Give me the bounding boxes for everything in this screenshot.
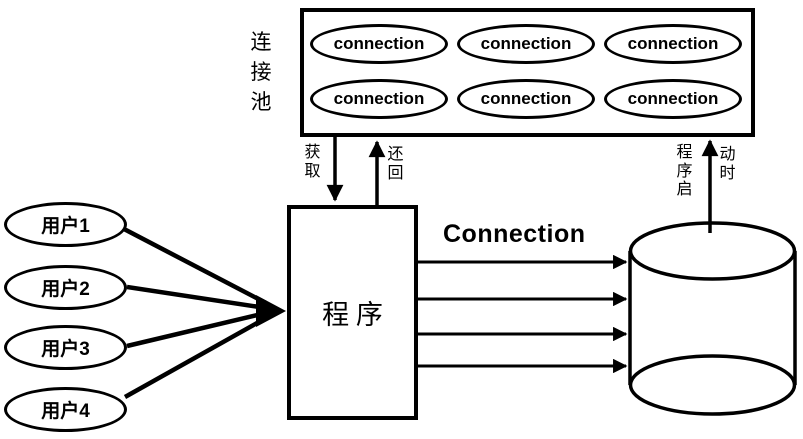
user-ellipse-3: 用户3 [4, 325, 127, 370]
connection-arrows [418, 254, 628, 374]
startup-label-right: 动时 [719, 146, 736, 182]
database-cylinder [628, 221, 797, 416]
acquire-label: 获取 [304, 144, 321, 180]
connection-label: Connection [443, 220, 586, 248]
pool-label: 连接池 [250, 30, 272, 114]
user-lines [122, 227, 268, 399]
startup-label-left: 程序启 [676, 144, 693, 198]
user-line-4 [123, 316, 268, 399]
connection-ellipse-6: connection [604, 79, 742, 119]
connection-ellipse-4: connection [310, 79, 448, 119]
connection-ellipse-3: connection [604, 24, 742, 64]
user-ellipse-2: 用户2 [4, 265, 127, 310]
user-ellipse-4: 用户4 [4, 387, 127, 432]
connection-ellipse-5: connection [457, 79, 595, 119]
user-line-1 [122, 227, 268, 305]
connection-ellipse-1: connection [310, 24, 448, 64]
user-ellipse-1: 用户1 [4, 202, 127, 247]
return-label: 还回 [387, 146, 404, 182]
user-line-3 [126, 310, 267, 349]
program-label: 程 序 [322, 300, 383, 330]
connection-ellipse-2: connection [457, 24, 595, 64]
user-line-2 [126, 284, 267, 311]
converge-arrowhead [256, 295, 286, 327]
program-box: 程 序 [287, 205, 418, 420]
